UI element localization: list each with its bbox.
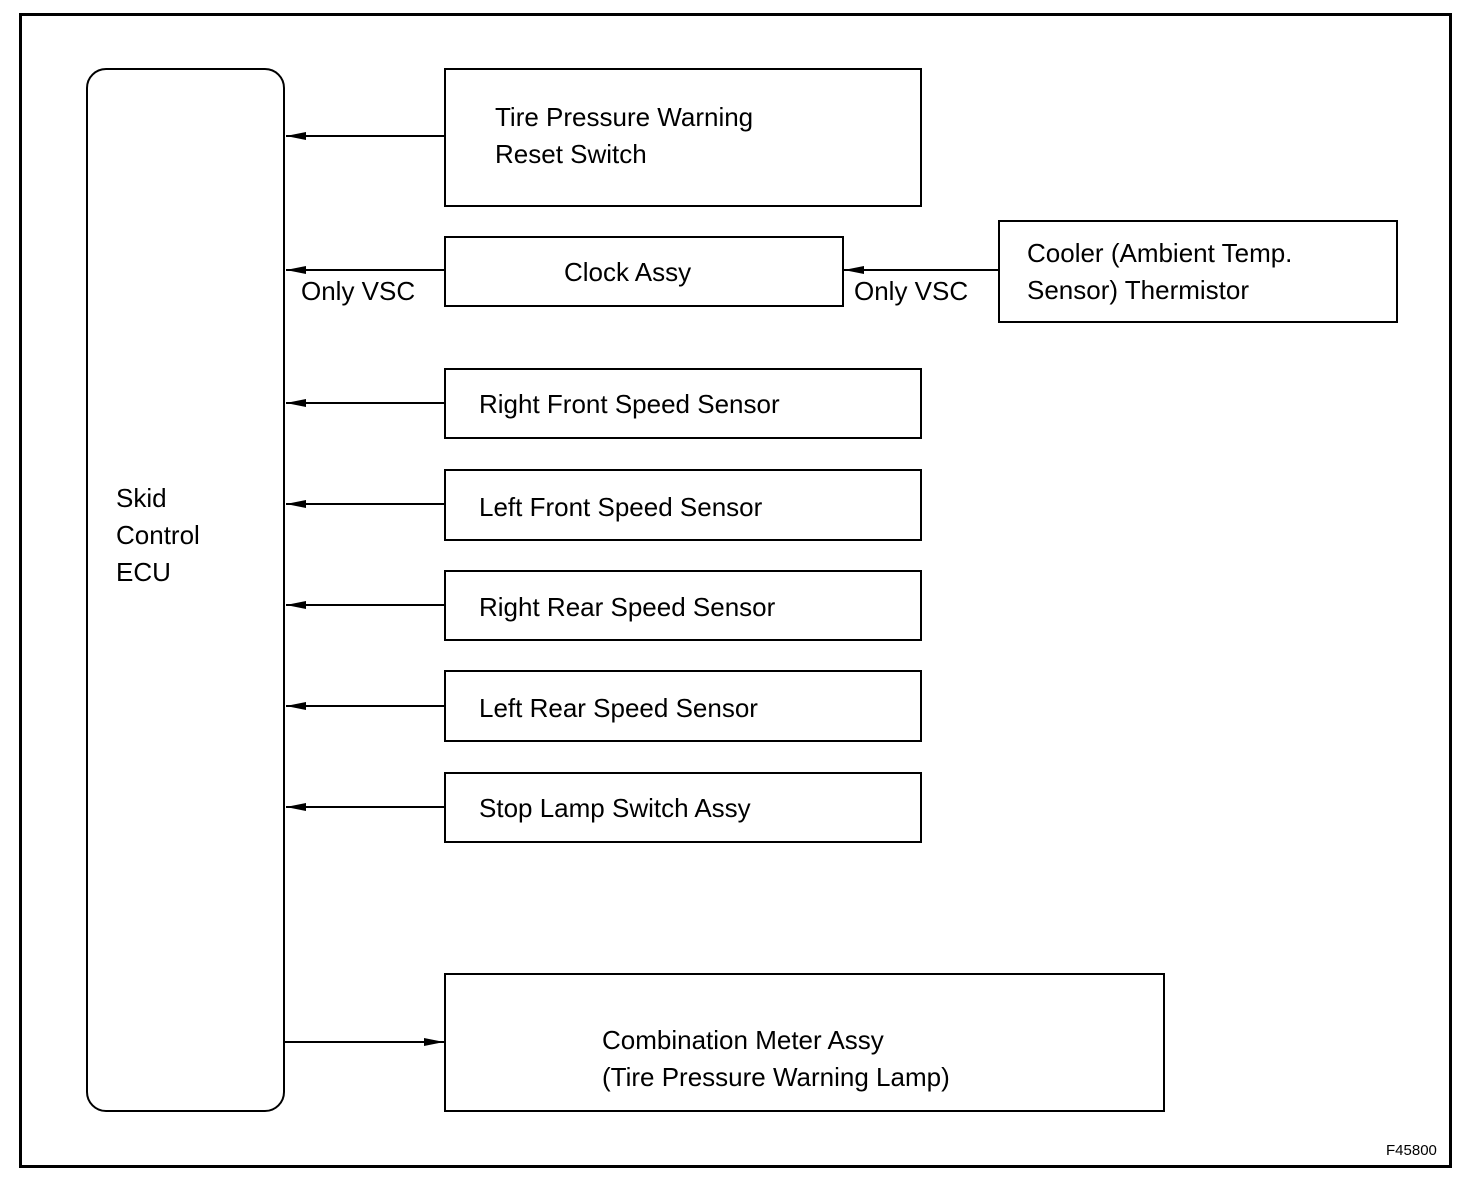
diagram-frame: [19, 13, 1452, 1168]
right-front-speed-sensor-block: Right Front Speed Sensor: [444, 368, 922, 439]
skid-control-ecu-block: Skid Control ECU: [86, 68, 285, 1112]
stop-lamp-switch-block: Stop Lamp Switch Assy: [444, 772, 922, 843]
stop-lamp-label: Stop Lamp Switch Assy: [479, 793, 751, 823]
thermistor-label-line-2: Sensor) Thermistor: [1027, 275, 1250, 305]
lf-sensor-label: Left Front Speed Sensor: [479, 492, 763, 522]
ecu-label-line-1: Skid: [116, 483, 167, 513]
cooler-thermistor-block: Cooler (Ambient Temp. Sensor) Thermistor: [998, 220, 1398, 323]
tire-reset-label-line-1: Tire Pressure Warning: [495, 102, 754, 132]
clock-assy-block: Clock Assy: [444, 236, 844, 307]
combination-meter-label-line-1: Combination Meter Assy: [602, 1025, 884, 1055]
combination-meter-block: Combination Meter Assy (Tire Pressure Wa…: [444, 973, 1165, 1112]
ecu-label-line-3: ECU: [116, 557, 171, 587]
only-vsc-label-ecu-side: Only VSC: [301, 276, 416, 306]
right-rear-speed-sensor-block: Right Rear Speed Sensor: [444, 570, 922, 641]
left-rear-speed-sensor-block: Left Rear Speed Sensor: [444, 670, 922, 742]
figure-code: F45800: [1386, 1142, 1437, 1159]
tire-pressure-reset-switch-block: Tire Pressure Warning Reset Switch: [444, 68, 922, 207]
combination-meter-label-line-2: (Tire Pressure Warning Lamp): [602, 1062, 950, 1092]
tire-reset-label-line-2: Reset Switch: [495, 139, 647, 169]
only-vsc-label-clock-side: Only VSC: [854, 276, 969, 306]
clock-assy-label: Clock Assy: [564, 257, 692, 287]
rr-sensor-label: Right Rear Speed Sensor: [479, 592, 776, 622]
lr-sensor-label: Left Rear Speed Sensor: [479, 693, 758, 723]
rf-sensor-label: Right Front Speed Sensor: [479, 389, 780, 419]
ecu-label-line-2: Control: [116, 520, 200, 550]
left-front-speed-sensor-block: Left Front Speed Sensor: [444, 469, 922, 541]
thermistor-label-line-1: Cooler (Ambient Temp.: [1027, 238, 1293, 268]
